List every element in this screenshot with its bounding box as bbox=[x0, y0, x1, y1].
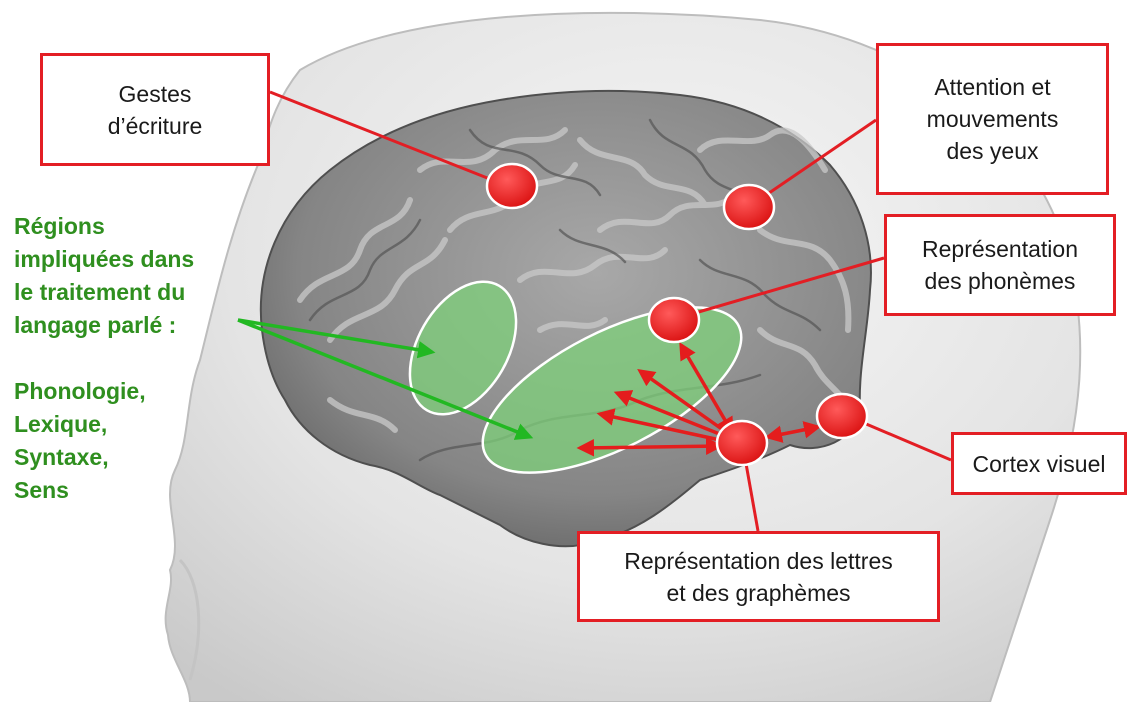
callout-writing-gestures: Gestes d’écriture bbox=[40, 53, 270, 166]
callout-attention-text: Attention et mouvements des yeux bbox=[927, 71, 1059, 167]
callout-letter-grapheme-representation: Représentation des lettres et des graphè… bbox=[577, 531, 940, 622]
callout-writing-gestures-text: Gestes d’écriture bbox=[108, 78, 203, 142]
spoken-language-component: Sens bbox=[14, 474, 244, 507]
spoken-language-component: Phonologie, bbox=[14, 375, 244, 408]
spot-writing-gestures bbox=[487, 164, 537, 208]
spoken-language-regions-text: Régions impliquées dans le traitement du… bbox=[14, 210, 244, 507]
spoken-language-heading-line: Régions bbox=[14, 210, 244, 243]
spot-visual-cortex bbox=[817, 394, 867, 438]
callout-letters-text: Représentation des lettres et des graphè… bbox=[624, 545, 893, 609]
callout-visual-cortex: Cortex visuel bbox=[951, 432, 1127, 495]
spoken-language-component: Lexique, bbox=[14, 408, 244, 441]
callout-visual-cortex-text: Cortex visuel bbox=[973, 448, 1106, 480]
spot-phonemes bbox=[649, 298, 699, 342]
callout-phoneme-representation: Représentation des phonèmes bbox=[884, 214, 1116, 316]
spot-attention bbox=[724, 185, 774, 229]
spoken-language-heading-line: impliquées dans bbox=[14, 243, 244, 276]
red-arrow-temporal-4 bbox=[580, 446, 720, 448]
spoken-language-heading-line: le traitement du bbox=[14, 276, 244, 309]
spoken-language-spacer bbox=[14, 342, 244, 375]
spoken-language-component: Syntaxe, bbox=[14, 441, 244, 474]
spoken-language-heading-line: langage parlé : bbox=[14, 309, 244, 342]
callout-attention-eye-movements: Attention et mouvements des yeux bbox=[876, 43, 1109, 195]
spot-graphemes bbox=[717, 421, 767, 465]
callout-phonemes-text: Représentation des phonèmes bbox=[922, 233, 1078, 297]
